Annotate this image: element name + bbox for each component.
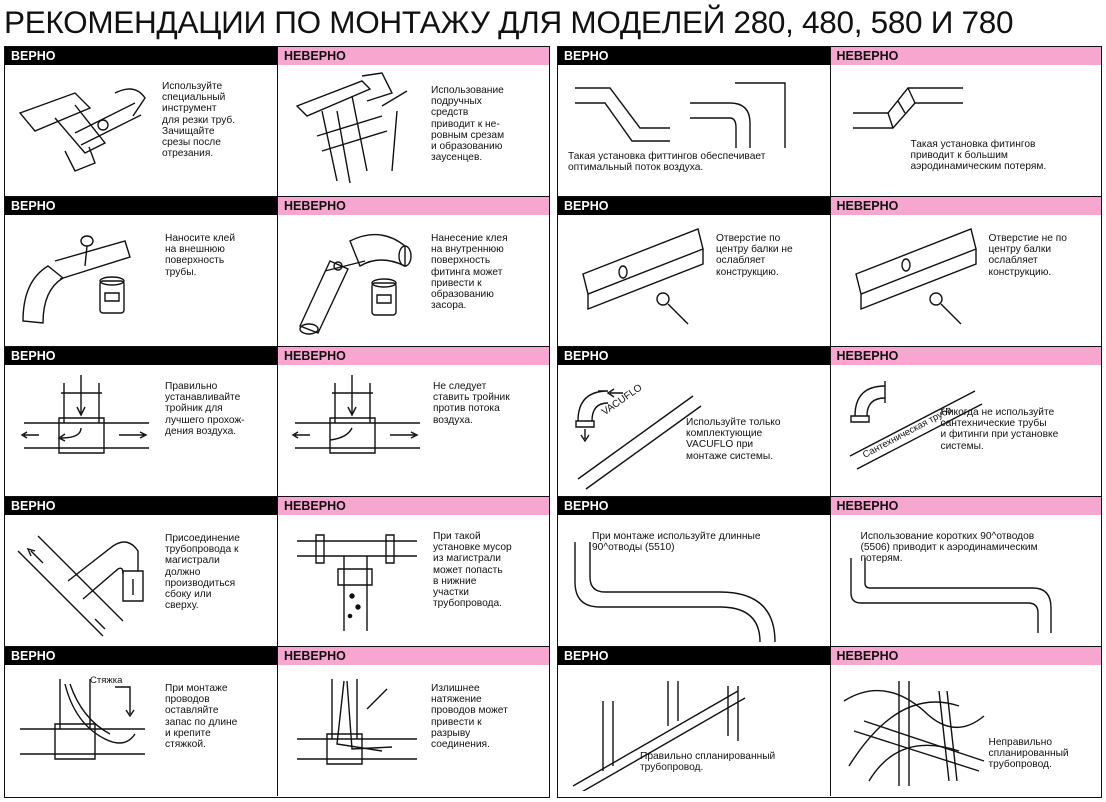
wrong-label: НЕВЕРНО [830, 497, 1101, 515]
right-row3-correct: ВЕРНО VACUFLO Используйте только комплек… [558, 347, 830, 497]
tee-wrong-icon [290, 373, 425, 473]
left-row5-correct-text: При монтаже проводов оставляйте запас по… [165, 683, 238, 751]
right-row3-wrong-text: Никогда не используйте сантехнические тр… [940, 407, 1059, 452]
beam-center-hole-icon [578, 219, 713, 339]
right-row2-correct-text: Отверстие по центру балки не ослабляет к… [716, 233, 793, 278]
correct-label: ВЕРНО [558, 647, 830, 665]
left-row4-wrong: НЕВЕРНО При такой установке мусор из маг… [277, 497, 549, 647]
beam-edge-hole-icon [851, 219, 986, 339]
wrong-label: НЕВЕРНО [830, 197, 1101, 215]
right-row2-wrong-text: Отверстие не по центру балки ослабляет к… [988, 233, 1067, 278]
correct-label: ВЕРНО [5, 197, 277, 215]
left-row4-wrong-text: При такой установке мусор из магистрали … [433, 531, 512, 610]
left-row3-wrong: НЕВЕРНО Не следует ставить тройник проти… [277, 347, 549, 497]
right-row1-correct: ВЕРНО Такая установка фиттингов обеспечи… [558, 47, 830, 197]
wrong-label: НЕВЕРНО [278, 47, 549, 65]
right-row4-correct-text: При монтаже используйте длинные 90^отвод… [592, 531, 761, 554]
left-row1-wrong-text: Использование подручных средств приводит… [431, 85, 505, 164]
right-row1-wrong-text: Такая установка фитингов приводит к боль… [910, 139, 1047, 173]
hacksaw-icon [292, 71, 417, 191]
short-elbow-icon [843, 553, 1083, 633]
tee-correct-icon [19, 373, 154, 473]
correct-label: ВЕРНО [558, 197, 830, 215]
left-row3-correct-text: Правильно устанавливайте тройник для луч… [165, 381, 245, 437]
correct-label: ВЕРНО [5, 47, 277, 65]
left-row2-wrong: НЕВЕРНО Нанесение клея на внутреннюю пов… [277, 197, 549, 347]
wrong-label: НЕВЕРНО [830, 47, 1101, 65]
wrong-label: НЕВЕРНО [278, 197, 549, 215]
wrong-label: НЕВЕРНО [278, 497, 549, 515]
correct-label: ВЕРНО [5, 347, 277, 365]
left-row4-correct: ВЕРНО Присоединение трубопровода к магис… [5, 497, 277, 647]
wire-slack-icon [15, 669, 155, 784]
left-row2-wrong-text: Нанесение клея на внутреннюю поверхность… [431, 233, 508, 312]
correct-label: ВЕРНО [558, 497, 830, 515]
fittings-correct-icon [570, 73, 820, 153]
left-row3-wrong-text: Не следует ставить тройник против потока… [433, 381, 510, 426]
right-row4-correct: ВЕРНО При монтаже используйте длинные 90… [558, 497, 830, 647]
wrong-label: НЕВЕРНО [830, 347, 1101, 365]
left-panel: ВЕРНО Используйте специальный инструмент… [4, 46, 550, 798]
right-panel: ВЕРНО Такая установка фиттингов обеспечи… [557, 46, 1102, 798]
left-row2-correct-text: Наносите клей на внешнюю поверхность тру… [165, 233, 236, 278]
left-row1-wrong: НЕВЕРНО Использование подручных средств … [277, 47, 549, 197]
right-row5-wrong-text: Неправильно спланированный трубопровод. [988, 737, 1069, 771]
glue-outside-icon [15, 221, 150, 341]
planned-piping-icon [568, 671, 748, 791]
right-row2-correct: ВЕРНО Отверстие по центру балки не ослаб… [558, 197, 830, 347]
correct-label: ВЕРНО [558, 347, 830, 365]
fittings-wrong-icon [843, 73, 1093, 148]
right-row2-wrong: НЕВЕРНО Отверстие не по центру балки осл… [829, 197, 1101, 347]
long-elbow-icon [570, 537, 810, 642]
right-row3-correct-text: Используйте только комплектующие VACUFLO… [686, 417, 781, 462]
pipe-cutter-icon [15, 73, 150, 188]
right-row5-correct-text: Правильно спланированный трубопровод. [640, 751, 776, 774]
right-row1-correct-text: Такая установка фиттингов обеспечивает о… [568, 151, 766, 174]
glue-inside-icon [290, 221, 425, 341]
right-row5-correct: ВЕРНО Правильно спланированный трубопров… [558, 647, 830, 796]
left-row3-correct: ВЕРНО Правильно устанавливайте тройник д… [5, 347, 277, 497]
correct-label: ВЕРНО [5, 647, 277, 665]
correct-label: ВЕРНО [5, 497, 277, 515]
right-row3-wrong: НЕВЕРНО Сантехническая труба Никогда не … [829, 347, 1101, 497]
left-row1-correct: ВЕРНО Используйте специальный инструмент… [5, 47, 277, 197]
left-row5-wrong: НЕВЕРНО Излишнее натяжение проводов може… [277, 647, 549, 796]
right-row4-wrong: НЕВЕРНО Использование коротких 90^отводо… [829, 497, 1101, 647]
right-row1-wrong: НЕВЕРНО Такая установка фитингов приводи… [829, 47, 1101, 197]
left-row5-correct: ВЕРНО Стяжка При монтаже проводов оставл… [5, 647, 277, 796]
left-row1-correct-text: Используйте специальный инструмент для р… [162, 81, 236, 160]
cable-tie-label: Стяжка [90, 675, 123, 686]
tangled-piping-icon [839, 671, 989, 791]
branch-bottom-icon [292, 521, 422, 636]
wrong-label: НЕВЕРНО [278, 347, 549, 365]
branch-side-icon [13, 521, 153, 641]
vacuflo-pipe-icon [568, 371, 718, 491]
wire-tension-icon [292, 669, 422, 784]
plumbing-pipe-icon [845, 371, 985, 471]
wrong-label: НЕВЕРНО [830, 647, 1101, 665]
left-row5-wrong-text: Излишнее натяжение проводов может привес… [431, 683, 508, 751]
right-row4-wrong-text: Использование коротких 90^отводов (5506)… [860, 531, 1038, 565]
page-title: РЕКОМЕНДАЦИИ ПО МОНТАЖУ ДЛЯ МОДЕЛЕЙ 280,… [4, 4, 1014, 40]
correct-label: ВЕРНО [558, 47, 830, 65]
wrong-label: НЕВЕРНО [278, 647, 549, 665]
left-row4-correct-text: Присоединение трубопровода к магистрали … [165, 533, 240, 612]
left-row2-correct: ВЕРНО Наносите клей на внешнюю поверхнос… [5, 197, 277, 347]
right-row5-wrong: НЕВЕРНО Неправильно спланированный трубо… [829, 647, 1101, 796]
